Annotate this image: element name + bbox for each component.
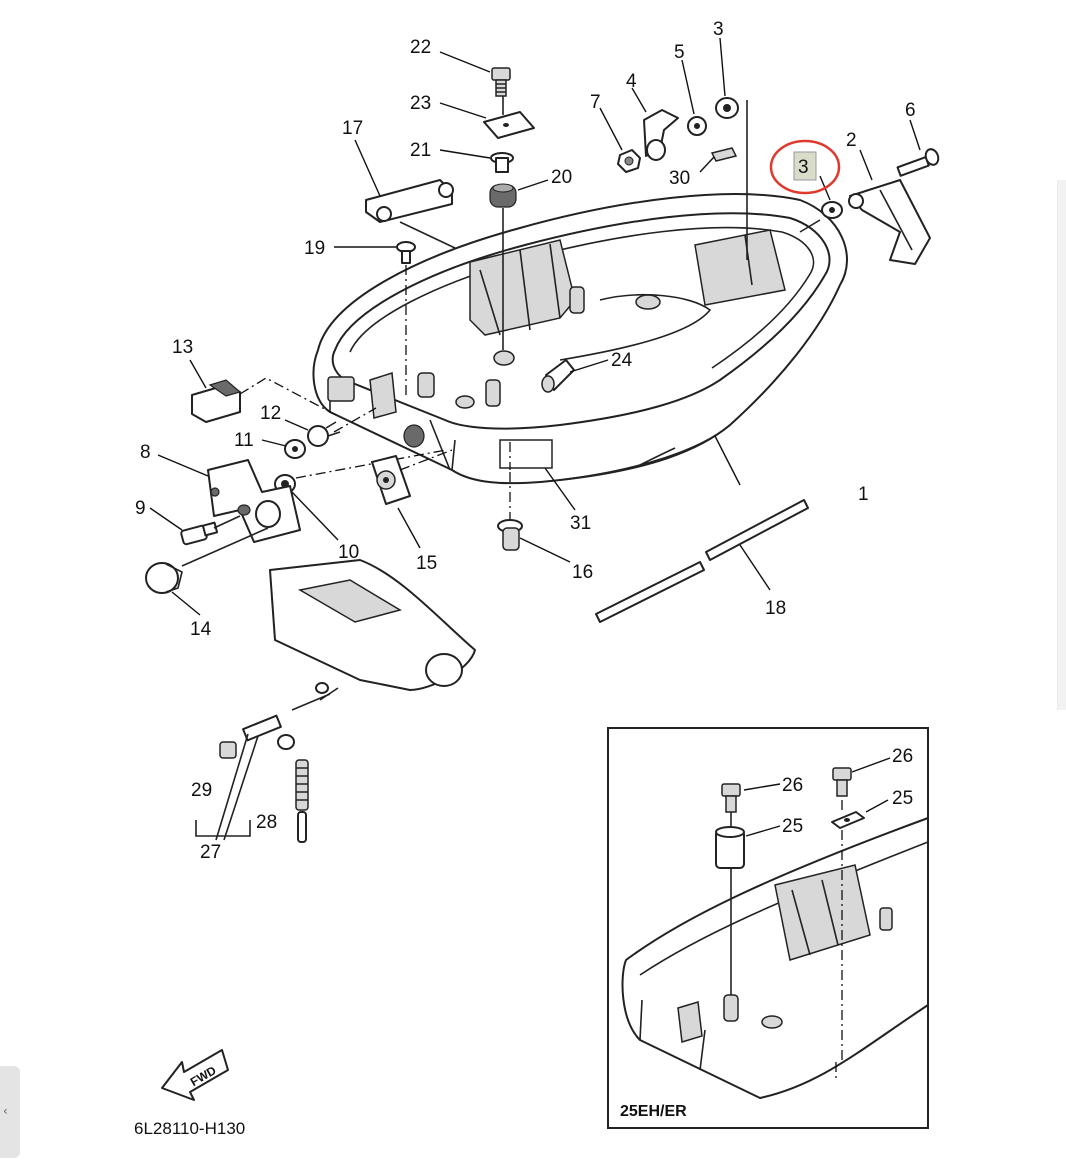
bolt-22 [491,67,511,97]
label-9: 9 [135,498,146,519]
bracket-4 [643,109,679,161]
grommet-20 [489,183,517,208]
collar-21 [490,152,514,173]
label-14: 14 [190,619,212,640]
label-11: 11 [234,430,254,451]
fwd-arrow-icon: FWD [161,1049,229,1101]
label-30 [710,147,738,162]
label-4: 4 [626,71,637,92]
label-19: 19 [304,238,325,259]
scrollbar-track[interactable] [1057,180,1066,710]
leader-lines [149,37,921,616]
nut-3-top [715,97,739,119]
label-24: 24 [611,350,633,371]
label-16: 16 [572,562,593,583]
nut-3-right [821,201,843,219]
label-6: 6 [905,100,916,121]
screw-19 [396,241,416,264]
washer-11 [284,439,306,459]
inset-title: 25EH/ER [620,1103,687,1120]
label-29: 29 [191,780,212,801]
highlight-circle [769,139,841,195]
cable-set [195,559,476,843]
label-21: 21 [410,140,431,161]
label-15: 15 [416,553,437,574]
label-20: 20 [551,167,572,188]
plate-23-hole [503,123,509,127]
label-3-highlighted: 3 [798,157,809,178]
label-13: 13 [172,337,193,358]
label-8: 8 [140,442,151,463]
inset-label-26-right: 26 [892,746,913,767]
bolt-9 [180,521,219,546]
grommet-12 [307,421,341,447]
label-17: 17 [342,118,363,139]
label-1: 1 [858,484,869,505]
bolt-6 [896,148,940,177]
label-23: 23 [410,93,431,114]
label-2: 2 [846,130,857,151]
label-22: 22 [410,37,431,58]
cap-14 [145,562,183,594]
plate-8 [207,459,301,543]
label-7: 7 [590,92,601,113]
drain-16 [497,519,523,551]
inset-25eh-er: 26 26 25 25 25EH/ER [607,727,929,1129]
bracket-2 [848,179,931,265]
inset-label-26-left: 26 [782,775,803,796]
label-12: 12 [260,403,281,424]
bottom-cowling [312,193,848,520]
fitting-24 [541,359,575,393]
diagram-code: 6L28110-H130 [134,1119,245,1138]
nut-7 [617,149,641,173]
label-10: 10 [338,542,359,563]
inset-label-25-left: 25 [782,816,803,837]
side-panel-handle[interactable]: ‹ [0,1066,20,1158]
label-30: 30 [669,168,690,189]
chevron-left-icon: ‹ [3,1104,8,1118]
washer-5 [687,116,707,136]
label-31: 31 [570,513,591,534]
plug-13 [191,379,242,423]
label-18: 18 [765,598,786,619]
inset-label-25-right: 25 [892,788,913,809]
label-3-top: 3 [713,19,724,40]
label-28: 28 [256,812,277,833]
part-15 [371,455,411,505]
bracket-17 [365,179,454,223]
label-5: 5 [674,42,685,63]
label-27: 27 [200,842,221,863]
rod-18 [595,499,809,623]
part-labels: 1 2 3 3 4 5 6 7 8 9 10 11 12 13 14 15 16… [135,19,916,863]
